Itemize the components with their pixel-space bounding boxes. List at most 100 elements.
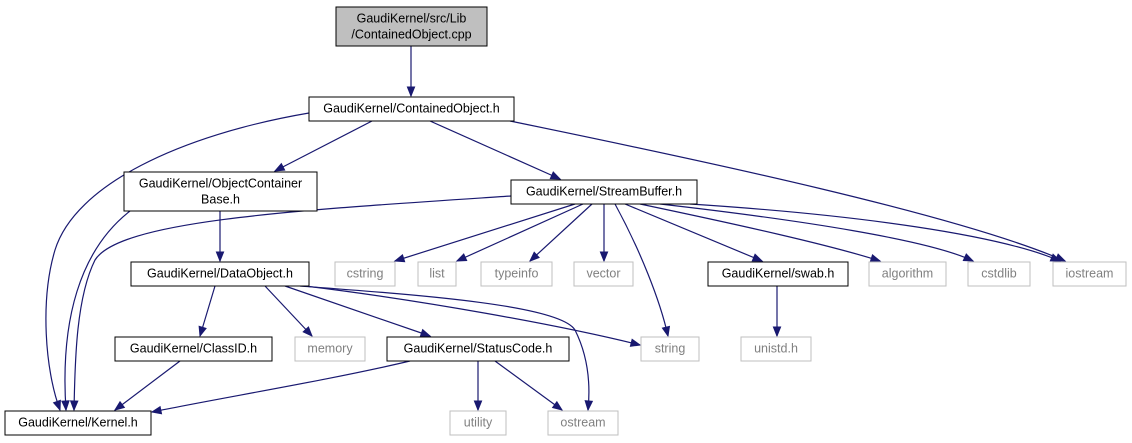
edge-data-object-h-to-status-code-h-line: [284, 285, 431, 337]
node-object-container-base-h[interactable]: GaudiKernel/ObjectContainer Base.h: [123, 171, 318, 212]
node-status-code-h[interactable]: GaudiKernel/StatusCode.h: [386, 336, 570, 362]
edge-data-object-h-to-memory: [264, 285, 313, 337]
node-label-line: GaudiKernel/ClassID.h: [130, 341, 257, 355]
edge-data-object-h-to-string-line: [304, 285, 641, 346]
edge-stream-buffer-h-to-cstdlib-line: [659, 203, 974, 262]
node-stream-buffer-h[interactable]: GaudiKernel/StreamBuffer.h: [510, 179, 698, 205]
edge-stream-buffer-h-to-list-arrowhead: [455, 253, 468, 262]
node-cstring[interactable]: cstring: [334, 261, 396, 287]
edge-stream-buffer-h-to-algorithm: [639, 203, 882, 263]
edge-data-object-h-to-class-id-h-arrowhead: [198, 325, 207, 338]
node-string[interactable]: string: [640, 336, 700, 362]
edge-contained-object-h-to-object-container-base-h-line: [274, 120, 373, 172]
edge-stream-buffer-h-to-algorithm-arrowhead: [869, 254, 882, 263]
edge-status-code-h-to-kernel-h-line: [151, 360, 411, 413]
node-class-id-h[interactable]: GaudiKernel/ClassID.h: [114, 336, 273, 362]
node-label-line: cstring: [347, 266, 384, 280]
edge-stream-buffer-h-to-iostream-line: [689, 203, 1061, 262]
edge-class-id-h-to-kernel-h-arrowhead: [113, 400, 126, 411]
edge-stream-buffer-h-to-cstdlib: [659, 203, 975, 262]
node-algorithm[interactable]: algorithm: [868, 261, 947, 287]
edge-stream-buffer-h-to-iostream-arrowhead: [1049, 253, 1062, 262]
edge-stream-buffer-h-to-swab-h-arrowhead: [751, 253, 764, 262]
node-label-line: /ContainedObject.cpp: [351, 27, 471, 41]
edges-layer: [45, 46, 1067, 415]
edge-stream-buffer-h-to-typeinfo-line: [529, 203, 593, 262]
node-data-object-h[interactable]: GaudiKernel/DataObject.h: [130, 261, 310, 287]
edge-object-container-base-h-to-kernel-h-arrowhead: [61, 400, 70, 412]
node-ostream[interactable]: ostream: [547, 410, 619, 436]
edge-data-object-h-to-string: [304, 285, 642, 347]
node-label-line: GaudiKernel/src/Lib: [357, 11, 467, 25]
edge-contained-object-h-to-kernel-h-line: [45, 112, 310, 411]
node-contained-object-cpp[interactable]: GaudiKernel/src/Lib /ContainedObject.cpp: [335, 6, 488, 47]
edge-contained-object-cpp-to-contained-object-h: [406, 46, 416, 98]
edge-data-object-h-to-status-code-h-arrowhead: [419, 328, 432, 338]
edge-data-object-h-to-memory-line: [264, 285, 313, 337]
edge-stream-buffer-h-to-kernel-h-arrowhead: [69, 400, 79, 412]
node-swab-h[interactable]: GaudiKernel/swab.h: [707, 261, 849, 287]
edge-contained-object-h-to-object-container-base-h: [273, 120, 373, 172]
edge-swab-h-to-unistd-h-arrowhead: [772, 326, 782, 338]
node-label-line: list: [429, 266, 445, 280]
edge-stream-buffer-h-to-kernel-h: [69, 195, 512, 412]
edge-data-object-h-to-ostream-arrowhead: [584, 400, 594, 412]
node-label-line: GaudiKernel/swab.h: [722, 266, 835, 280]
node-label-line: GaudiKernel/ObjectContainer: [139, 176, 302, 190]
node-label-line: utility: [464, 415, 493, 429]
edge-status-code-h-to-ostream: [494, 360, 564, 411]
edge-stream-buffer-h-to-typeinfo: [529, 203, 593, 262]
node-label-line: vector: [586, 266, 620, 280]
edge-status-code-h-to-ostream-arrowhead: [551, 400, 564, 411]
edge-stream-buffer-h-to-vector-arrowhead: [599, 251, 609, 263]
edge-stream-buffer-h-to-swab-h-line: [624, 203, 763, 262]
edge-class-id-h-to-kernel-h-line: [114, 360, 181, 411]
edge-data-object-h-to-string-arrowhead: [629, 338, 642, 347]
edge-contained-object-h-to-object-container-base-h-arrowhead: [273, 162, 286, 172]
node-label-line: GaudiKernel/ContainedObject.h: [323, 101, 500, 115]
node-label-line: GaudiKernel/DataObject.h: [147, 266, 293, 280]
node-utility[interactable]: utility: [449, 410, 507, 436]
edge-data-object-h-to-ostream-line: [299, 285, 590, 411]
node-list[interactable]: list: [417, 261, 457, 287]
node-vector[interactable]: vector: [573, 261, 634, 287]
edge-contained-object-h-to-kernel-h: [45, 112, 310, 412]
edge-status-code-h-to-kernel-h: [150, 360, 411, 415]
edge-stream-buffer-h-to-kernel-h-line: [73, 195, 512, 411]
node-cstdlib[interactable]: cstdlib: [967, 261, 1031, 287]
edge-status-code-h-to-kernel-h-arrowhead: [150, 405, 163, 415]
node-label-line: GaudiKernel/StreamBuffer.h: [526, 184, 682, 198]
node-kernel-h[interactable]: GaudiKernel/Kernel.h: [4, 410, 152, 436]
node-label-line: typeinfo: [495, 266, 539, 280]
edge-stream-buffer-h-to-string-arrowhead: [661, 325, 671, 338]
edge-stream-buffer-h-to-cstdlib-arrowhead: [962, 253, 975, 262]
edge-stream-buffer-h-to-typeinfo-arrowhead: [529, 251, 540, 262]
edge-stream-buffer-h-to-list-line: [456, 203, 584, 262]
node-label-line: ostream: [560, 415, 605, 429]
edge-contained-object-h-to-stream-buffer-h-line: [429, 120, 561, 180]
edge-object-container-base-h-to-kernel-h-line: [64, 210, 131, 411]
edge-class-id-h-to-kernel-h: [113, 360, 181, 411]
edge-stream-buffer-h-to-list: [455, 203, 584, 262]
edge-stream-buffer-h-to-cstring-line: [394, 203, 576, 262]
edge-object-container-base-h-to-data-object-h: [215, 211, 225, 263]
node-unistd-h[interactable]: unistd.h: [740, 336, 812, 362]
edge-swab-h-to-unistd-h: [772, 286, 782, 338]
node-label-line: memory: [307, 341, 353, 355]
edge-stream-buffer-h-to-swab-h: [624, 203, 764, 262]
node-contained-object-h[interactable]: GaudiKernel/ContainedObject.h: [308, 96, 515, 122]
edge-stream-buffer-h-to-cstring: [393, 203, 576, 263]
node-label-line: iostream: [1066, 266, 1114, 280]
node-memory[interactable]: memory: [294, 336, 366, 362]
edge-contained-object-h-to-iostream-line: [509, 120, 1066, 262]
edge-contained-object-h-to-kernel-h-arrowhead: [52, 399, 61, 412]
node-label-line: algorithm: [882, 266, 933, 280]
edge-object-container-base-h-to-kernel-h: [61, 210, 131, 412]
edge-data-object-h-to-memory-arrowhead: [302, 326, 313, 337]
node-label-line: cstdlib: [981, 266, 1016, 280]
node-label-line: unistd.h: [754, 341, 798, 355]
node-iostream[interactable]: iostream: [1052, 261, 1127, 287]
edge-stream-buffer-h-to-iostream: [689, 203, 1062, 262]
node-typeinfo[interactable]: typeinfo: [480, 261, 553, 287]
